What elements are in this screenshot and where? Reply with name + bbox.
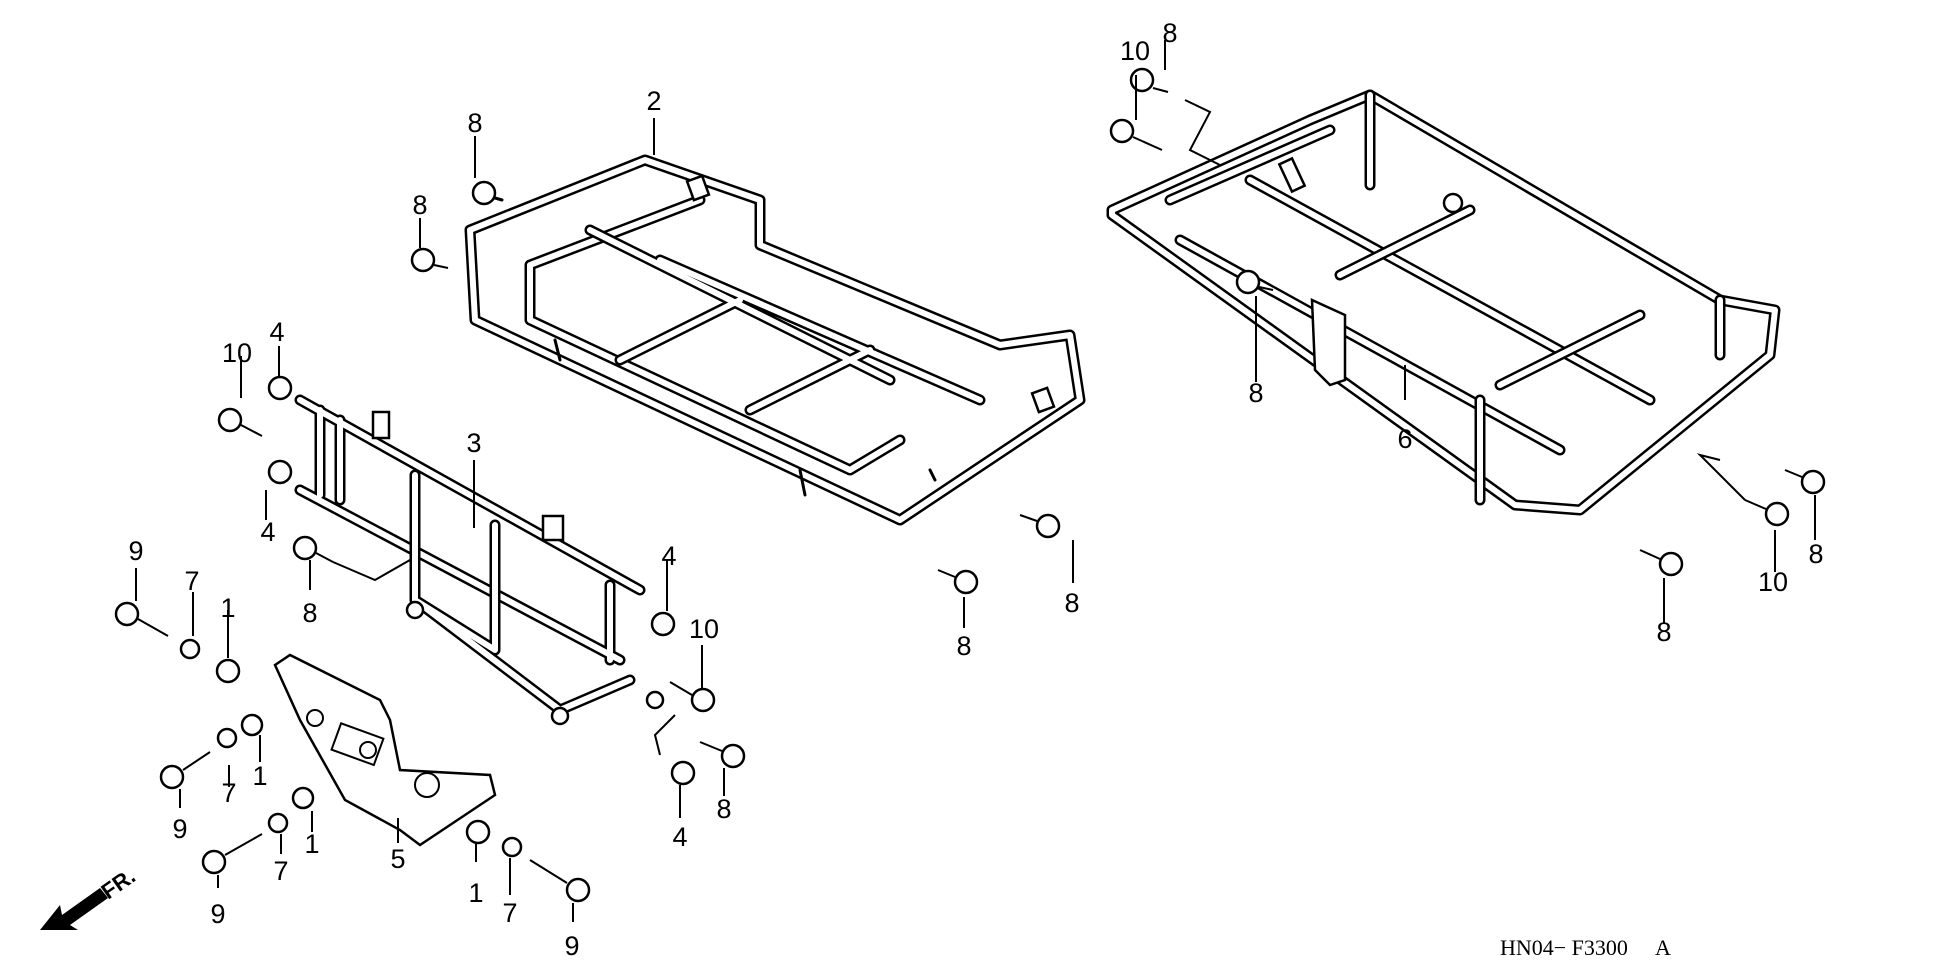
- bolt: [1235, 269, 1274, 295]
- skid-plate: [273, 653, 497, 847]
- bolt: [471, 180, 504, 206]
- callout-1: 1: [220, 593, 235, 623]
- nut: [291, 786, 315, 810]
- bolt: [217, 407, 263, 437]
- callout-1: 1: [252, 761, 267, 791]
- collar: [650, 611, 676, 637]
- bolt: [1109, 118, 1163, 151]
- bolt: [699, 741, 746, 769]
- bolt: [201, 833, 263, 875]
- callout-1: 1: [304, 829, 319, 859]
- bolt: [529, 859, 591, 903]
- callout-4: 4: [260, 517, 275, 547]
- callout-8: 8: [1656, 617, 1671, 647]
- leader-lines: [135, 40, 1816, 922]
- callout-2: 2: [646, 86, 661, 116]
- callout-1: 1: [468, 878, 483, 908]
- nut: [240, 713, 264, 737]
- front-carrier-frame: [1106, 89, 1781, 516]
- bolt: [292, 535, 334, 563]
- callout-4: 4: [269, 317, 284, 347]
- callout-9: 9: [210, 899, 225, 929]
- callout-8: 8: [302, 598, 317, 628]
- washer: [179, 638, 201, 660]
- bolt: [1744, 499, 1790, 527]
- callout-8: 8: [956, 631, 971, 661]
- bolt: [114, 601, 169, 637]
- diagram-code: HN04− F3300 A: [1500, 935, 1671, 960]
- bolt: [1784, 469, 1826, 495]
- collar: [670, 760, 696, 786]
- revision-letter: A: [1655, 935, 1671, 960]
- callout-7: 7: [502, 898, 517, 928]
- nut: [215, 658, 241, 684]
- front-direction-arrow: FR.: [40, 863, 140, 930]
- collar: [267, 459, 293, 485]
- callout-10: 10: [1758, 567, 1788, 597]
- part-code: HN04− F3300: [1500, 935, 1628, 960]
- callout-8: 8: [716, 794, 731, 824]
- bolt: [669, 681, 716, 713]
- callout-7: 7: [221, 778, 236, 808]
- callout-7: 7: [184, 566, 199, 596]
- collar: [267, 375, 293, 401]
- callout-8: 8: [1162, 18, 1177, 48]
- rear-carrier-frame: [464, 154, 1086, 526]
- callout-8: 8: [467, 108, 482, 138]
- nut: [465, 819, 491, 845]
- callout-9: 9: [128, 536, 143, 566]
- callout-8: 8: [412, 190, 427, 220]
- callout-5: 5: [390, 844, 405, 874]
- callout-4: 4: [661, 541, 676, 571]
- callout-7: 7: [273, 856, 288, 886]
- callout-4: 4: [672, 822, 687, 852]
- callout-3: 3: [466, 428, 481, 458]
- washer: [501, 836, 523, 858]
- callout-labels: 2 8 8 3 6 8 10 8 8 8 8 10 8 10 4 4 8 4 1…: [128, 18, 1823, 961]
- callout-9: 9: [564, 931, 579, 961]
- bolt: [1019, 513, 1061, 539]
- callout-8: 8: [1808, 539, 1823, 569]
- washer: [216, 727, 238, 749]
- callout-10: 10: [222, 338, 252, 368]
- bolt: [159, 751, 211, 790]
- washer: [267, 812, 289, 834]
- bolt: [937, 569, 979, 595]
- callout-8: 8: [1248, 378, 1263, 408]
- callout-6: 6: [1397, 424, 1412, 454]
- bolt: [1639, 549, 1684, 577]
- bolt: [410, 247, 449, 273]
- callout-10: 10: [1120, 36, 1150, 66]
- front-bumper-guard: [294, 394, 665, 726]
- callout-8: 8: [1064, 588, 1079, 618]
- callout-9: 9: [172, 814, 187, 844]
- callout-10: 10: [689, 614, 719, 644]
